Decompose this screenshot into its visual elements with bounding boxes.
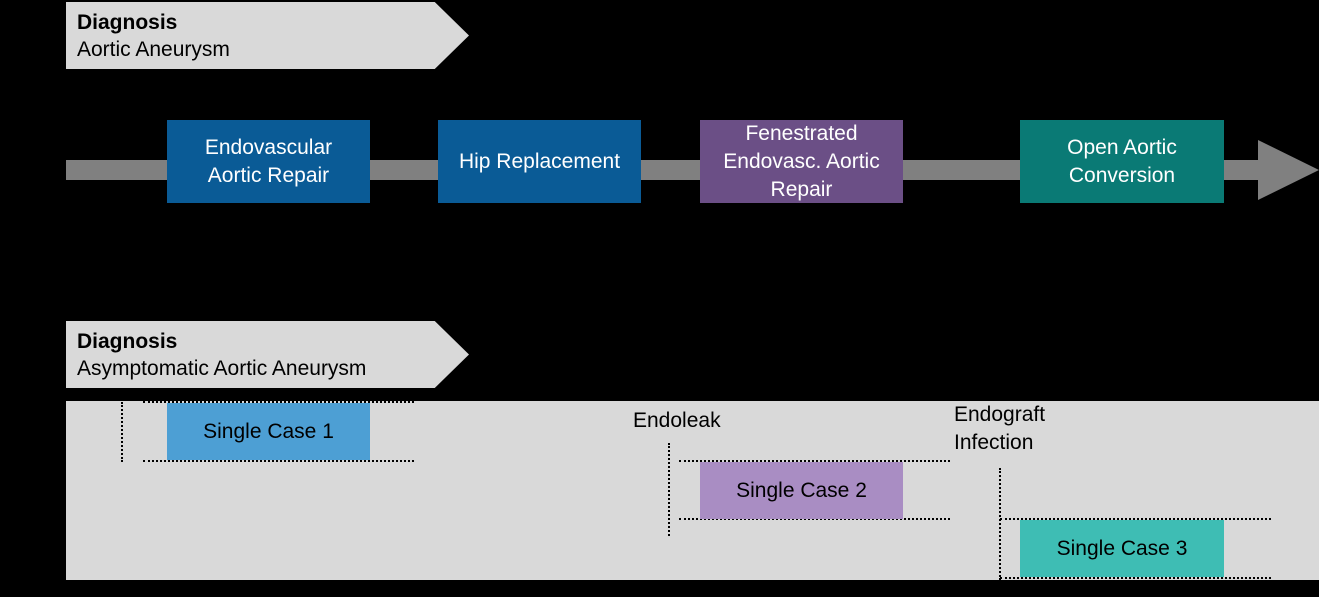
case-label: Single Case 3 — [1056, 536, 1188, 560]
case-3-top-line — [1000, 518, 1271, 520]
diagnosis-value-top: Aortic Aneurysm — [77, 38, 230, 61]
step-open-aortic-conversion: Open Aortic Conversion — [1020, 120, 1224, 203]
case-1-top-line — [143, 401, 414, 403]
case-2-bottom-line — [679, 518, 950, 520]
diagnosis-heading-top: Diagnosis — [77, 11, 178, 34]
step-label: Fenestrated Endovasc. Aortic Repair — [723, 121, 880, 201]
single-case-3: Single Case 3 — [1020, 520, 1224, 577]
event-endoleak: Endoleak — [633, 409, 721, 432]
timeline-arrow-head — [1258, 140, 1319, 200]
case-2-top-line — [679, 460, 950, 462]
diagnosis-tag-bottom: Diagnosis Asymptomatic Aortic Aneurysm — [66, 321, 469, 388]
step-label: Hip Replacement — [458, 149, 621, 173]
diagnosis-heading-bottom: Diagnosis — [77, 330, 178, 353]
case-2-divider — [668, 443, 670, 536]
diagnosis-value-bottom: Asymptomatic Aortic Aneurysm — [77, 357, 367, 380]
case-3-divider — [999, 468, 1001, 580]
step-endovascular-aortic-repair: Endovascular Aortic Repair — [167, 120, 370, 203]
diagnosis-tag-top: Diagnosis Aortic Aneurysm — [66, 2, 469, 69]
step-fenestrated-endovascular-aortic-repair: Fenestrated Endovasc. Aortic Repair — [700, 120, 903, 203]
step-hip-replacement: Hip Replacement — [438, 120, 641, 203]
case-1-bottom-line — [143, 460, 414, 462]
event-endograft-infection: Endograft Infection — [954, 403, 1046, 454]
case-3-bottom-line — [1000, 577, 1271, 579]
case-label: Single Case 1 — [203, 419, 334, 443]
case-label: Single Case 2 — [736, 478, 867, 502]
step-label: Open Aortic Conversion — [1067, 135, 1177, 187]
case-1-divider — [121, 402, 123, 462]
step-label: Endovascular Aortic Repair — [204, 135, 333, 187]
single-case-2: Single Case 2 — [700, 462, 903, 519]
single-case-1: Single Case 1 — [167, 403, 370, 460]
